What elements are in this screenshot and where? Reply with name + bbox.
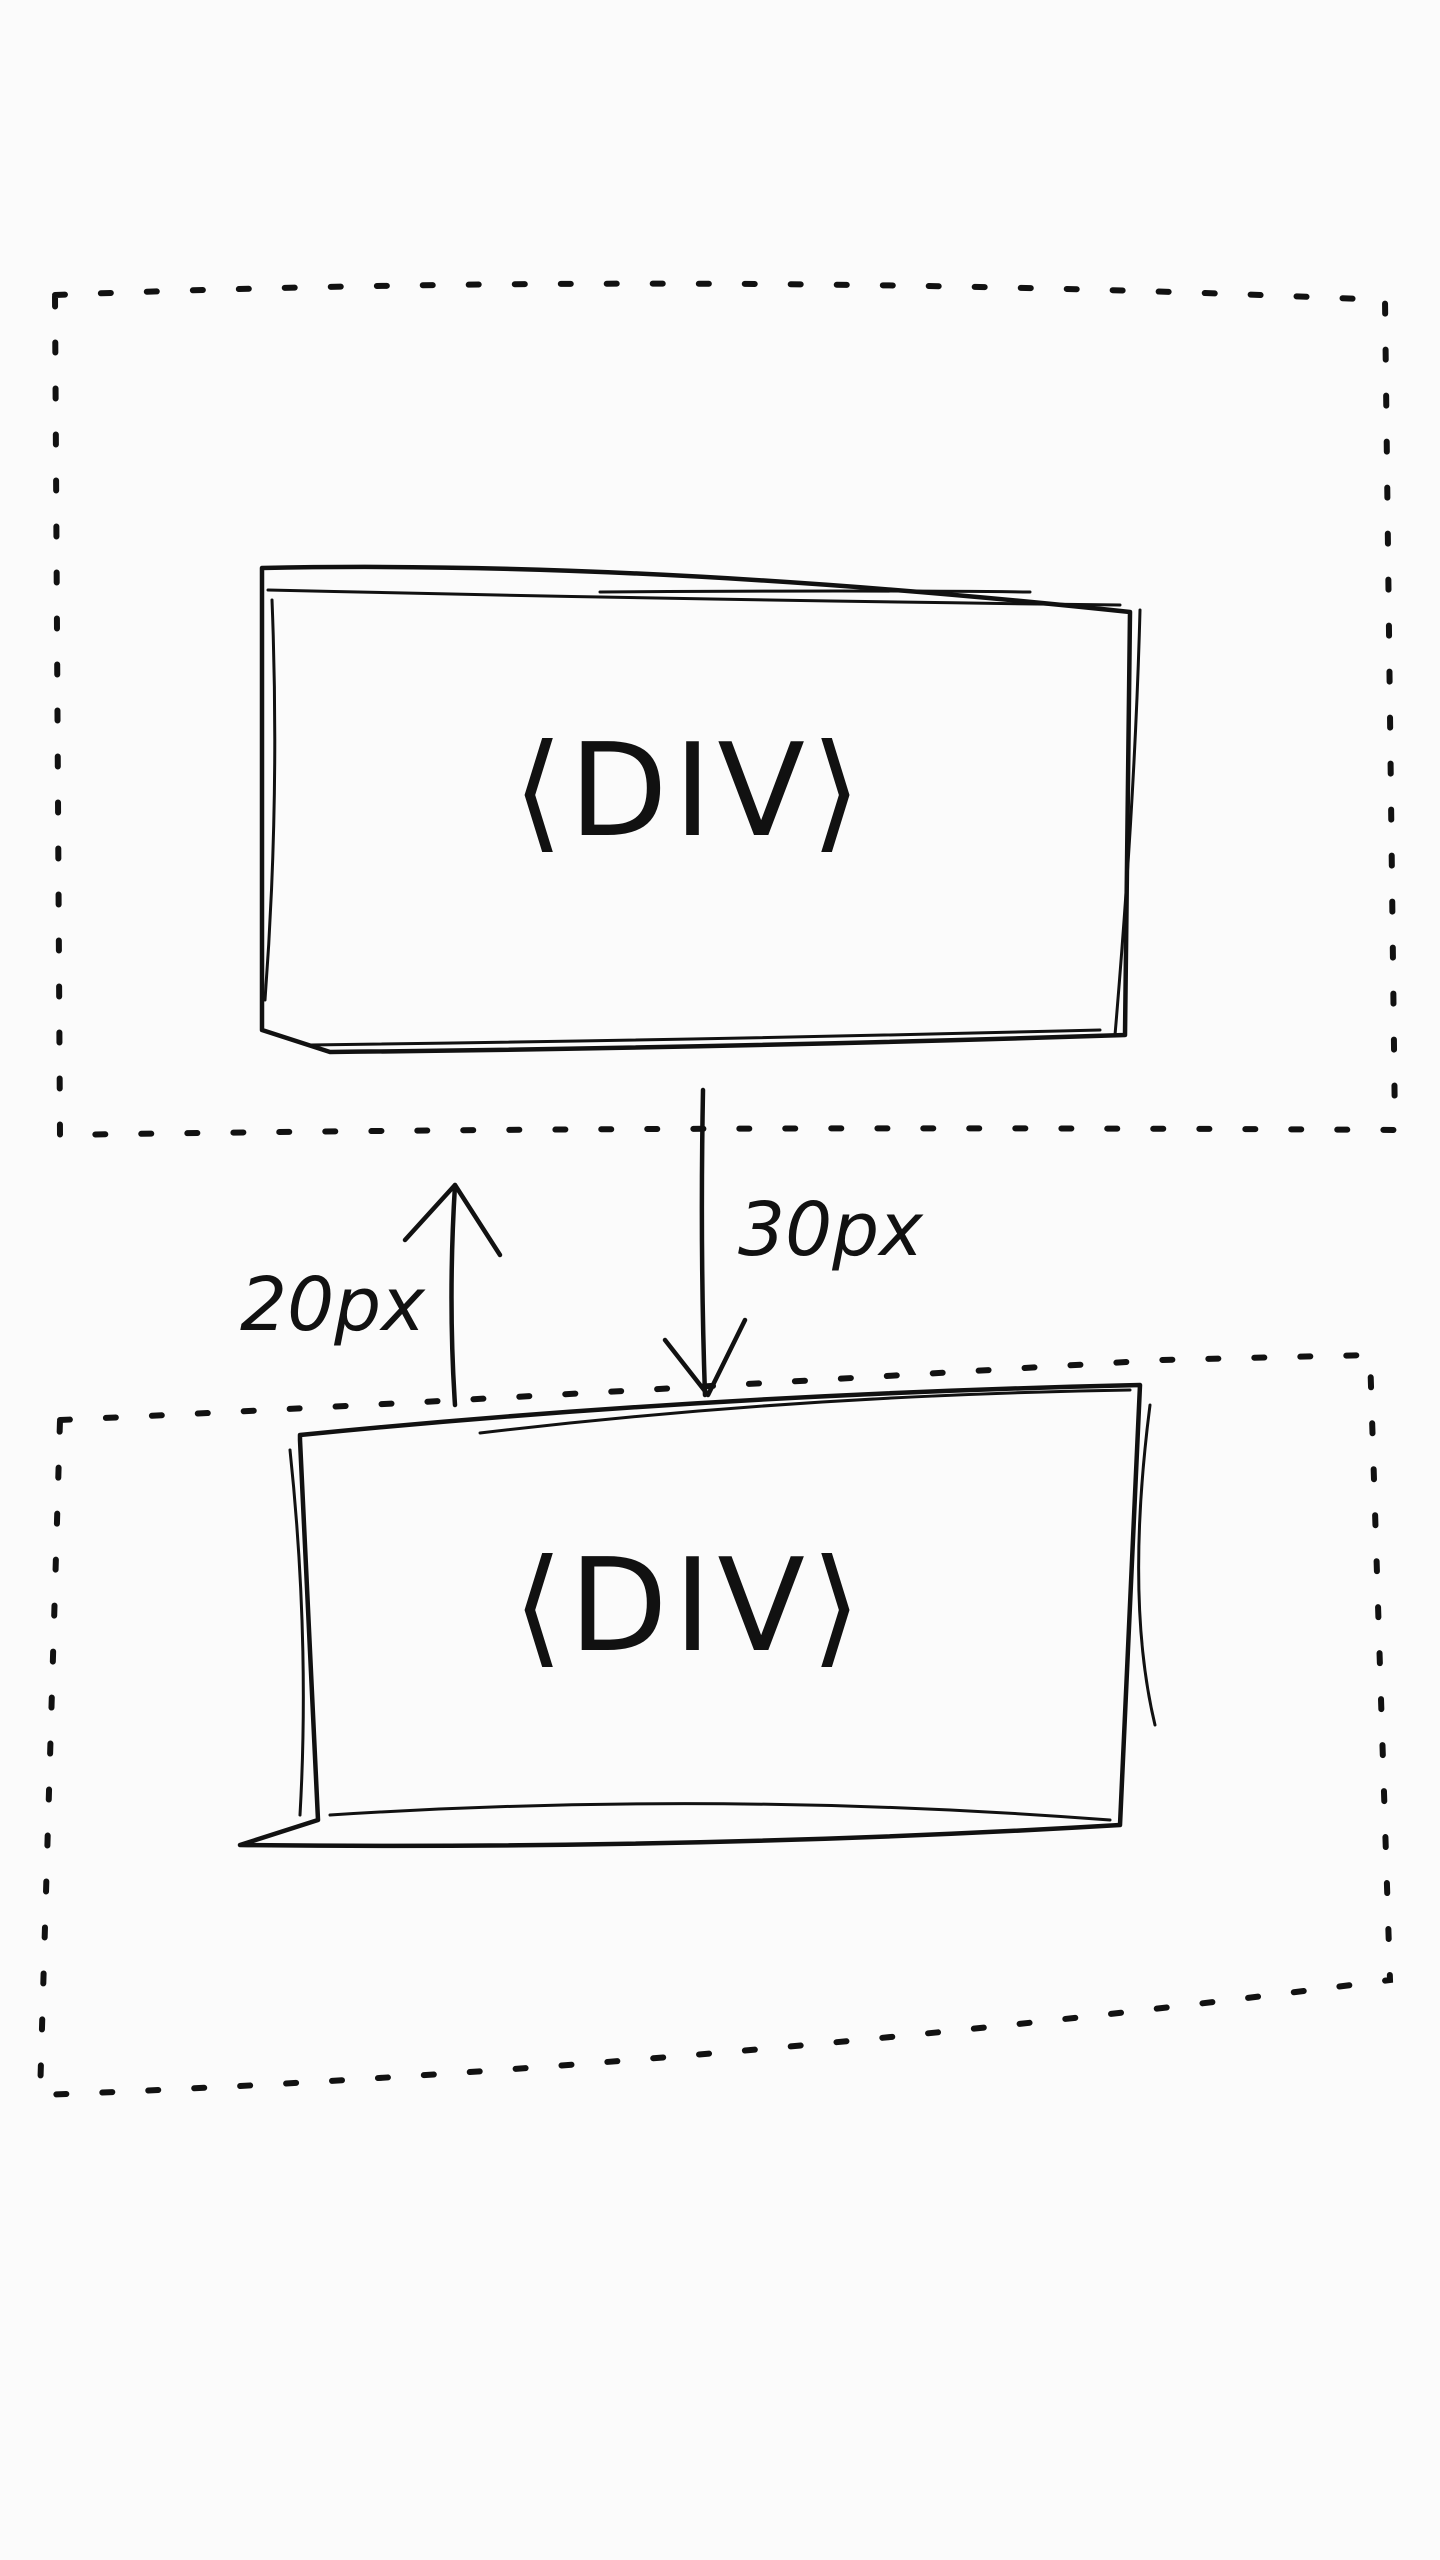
bottom-div-margin-outline	[36, 1351, 1394, 2099]
top-div-label: ⟨DIV⟩	[513, 717, 867, 866]
margin-bottom-arrow	[662, 1087, 748, 1398]
top-div-margin-outline	[51, 280, 1399, 1139]
top-div-box	[259, 564, 1142, 1055]
margin-top-label: 20px	[240, 1262, 426, 1348]
margin-bottom-label: 30px	[738, 1187, 924, 1273]
bottom-div-box	[237, 1382, 1157, 1849]
margin-top-arrow	[402, 1182, 503, 1408]
bottom-div-label: ⟨DIV⟩	[513, 1532, 867, 1681]
